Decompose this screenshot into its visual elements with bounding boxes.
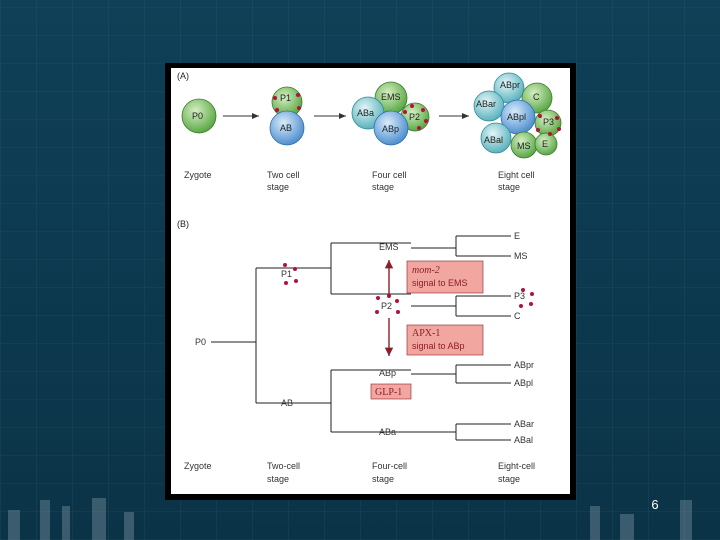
node-ms: MS [514, 251, 528, 261]
stage-a-zygote: Zygote [184, 170, 212, 180]
four-cell-embryo: EMS ABa P2 ABp [351, 81, 430, 146]
node-p2: P2 [381, 301, 392, 311]
node-abar: ABar [514, 419, 534, 429]
mom2-title: mom-2 [412, 265, 440, 276]
cell-aba: ABa [357, 108, 374, 118]
cell-abpr: ABpr [500, 80, 520, 90]
node-p1: P1 [281, 269, 292, 279]
cell-abar: ABar [476, 99, 496, 109]
cell-ems: EMS [381, 92, 401, 102]
node-c: C [514, 311, 521, 321]
node-abpr: ABpr [514, 360, 534, 370]
figure-panel: (A) P0 P1 AB EMS ABa P2 ABp [171, 68, 570, 494]
cell-p2: P2 [409, 112, 420, 122]
mom2-text: signal to EMS [412, 278, 468, 288]
stage-b-zygote: Zygote [184, 461, 212, 471]
figure-svg: (A) P0 P1 AB EMS ABa P2 ABp [177, 71, 562, 484]
lineage-tree [211, 235, 511, 441]
apx1-title: APX-1 [412, 328, 440, 339]
mom2-box [406, 260, 484, 294]
node-abal: ABal [514, 435, 533, 445]
cell-ab: AB [280, 123, 292, 133]
glp1-label: GLP-1 [375, 387, 402, 398]
cell-p3: P3 [543, 117, 554, 127]
stage-a-eight-2: stage [498, 182, 520, 192]
node-aba: ABa [379, 427, 396, 437]
stage-b-four-1: Four-cell [372, 461, 407, 471]
panel-a-label: (A) [177, 71, 189, 81]
stage-b-eight-2: stage [498, 474, 520, 484]
cell-ms: MS [517, 141, 531, 151]
apx1-box [406, 324, 484, 356]
stage-b-four-2: stage [372, 474, 394, 484]
cell-abp: ABp [382, 124, 399, 134]
cell-abal: ABal [484, 135, 503, 145]
stage-a-two-2: stage [267, 182, 289, 192]
node-e: E [514, 231, 520, 241]
stage-a-eight-1: Eight cell [498, 170, 535, 180]
stage-b-eight-1: Eight-cell [498, 461, 535, 471]
node-p0: P0 [195, 337, 206, 347]
stage-b-two-1: Two-cell [267, 461, 300, 471]
stage-a-four-2: stage [372, 182, 394, 192]
node-abpl: ABpl [514, 378, 533, 388]
cell-e: E [542, 139, 548, 149]
p-granule-dots [283, 263, 534, 314]
cell-p0: P0 [192, 111, 203, 121]
cell-c: C [533, 92, 540, 102]
panel-b-label: (B) [177, 219, 189, 229]
node-ab: AB [281, 398, 293, 408]
two-cell-embryo: P1 AB [269, 86, 305, 146]
background-bars [0, 480, 720, 540]
stage-b-two-2: stage [267, 474, 289, 484]
node-abp: ABp [379, 368, 396, 378]
eight-cell-embryo: ABpr ABar C ABpl P3 ABal MS E [473, 72, 562, 159]
cell-p1: P1 [280, 93, 291, 103]
page-number: 6 [651, 497, 659, 512]
glp1-box [370, 383, 412, 400]
zygote-cell: P0 [181, 98, 217, 134]
node-p3: P3 [514, 291, 525, 301]
stage-a-two-1: Two cell [267, 170, 300, 180]
node-ems: EMS [379, 242, 399, 252]
stage-a-four-1: Four cell [372, 170, 407, 180]
cell-abpl: ABpl [507, 112, 526, 122]
apx1-text: signal to ABp [412, 341, 465, 351]
